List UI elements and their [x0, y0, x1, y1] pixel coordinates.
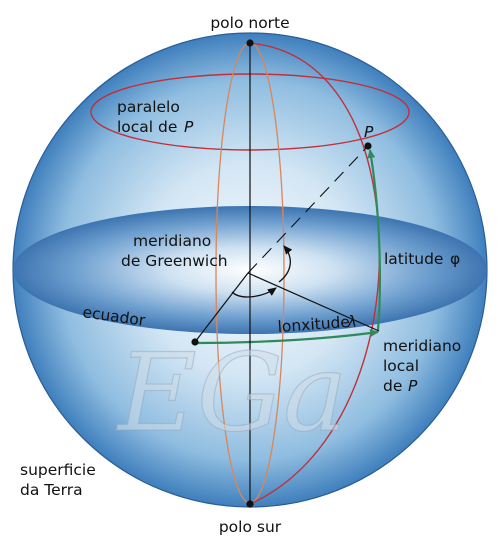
latitude-angle-arc — [278, 245, 293, 283]
south-pole-label: polo sur — [219, 518, 282, 536]
radius-to-p — [247, 145, 369, 274]
point-p-label: P — [364, 123, 374, 141]
latitude-phi: φ — [450, 250, 460, 268]
north-pole-dot — [246, 39, 254, 47]
radius-to-greenwich — [194, 272, 249, 343]
radius-to-local — [247, 272, 380, 332]
local-parallel-label-line1: paralelo — [117, 98, 180, 116]
watermark: EGa — [116, 331, 348, 456]
surface-label-line2: da Terra — [20, 481, 83, 499]
surface-label-line1: superficie — [20, 461, 96, 479]
local-parallel-label-p: P — [184, 118, 194, 136]
longitude-label: lonxitude — [277, 313, 350, 336]
greenwich-label-line1: meridiano — [133, 232, 211, 250]
longitude-angle-arc — [231, 287, 277, 298]
greenwich-label-line2: de Greenwich — [121, 252, 228, 270]
greenwich-equator-dot — [191, 338, 199, 346]
point-p-dot — [364, 142, 372, 150]
equator-arc-green — [195, 329, 379, 345]
local-meridian-label-p: P — [408, 377, 418, 395]
latitude-label: latitude — [384, 250, 443, 268]
latitude-arc-green — [367, 149, 382, 331]
local-meridian-label-line1: meridiano — [383, 337, 461, 355]
local-meridian-label-line2: local — [383, 357, 419, 375]
local-meridian-label-line3: de — [383, 377, 402, 395]
south-pole-dot — [246, 500, 254, 508]
north-pole-label: polo norte — [210, 14, 289, 32]
longitude-lambda: λ — [346, 312, 357, 331]
local-parallel-label-line2: local de — [117, 118, 177, 136]
